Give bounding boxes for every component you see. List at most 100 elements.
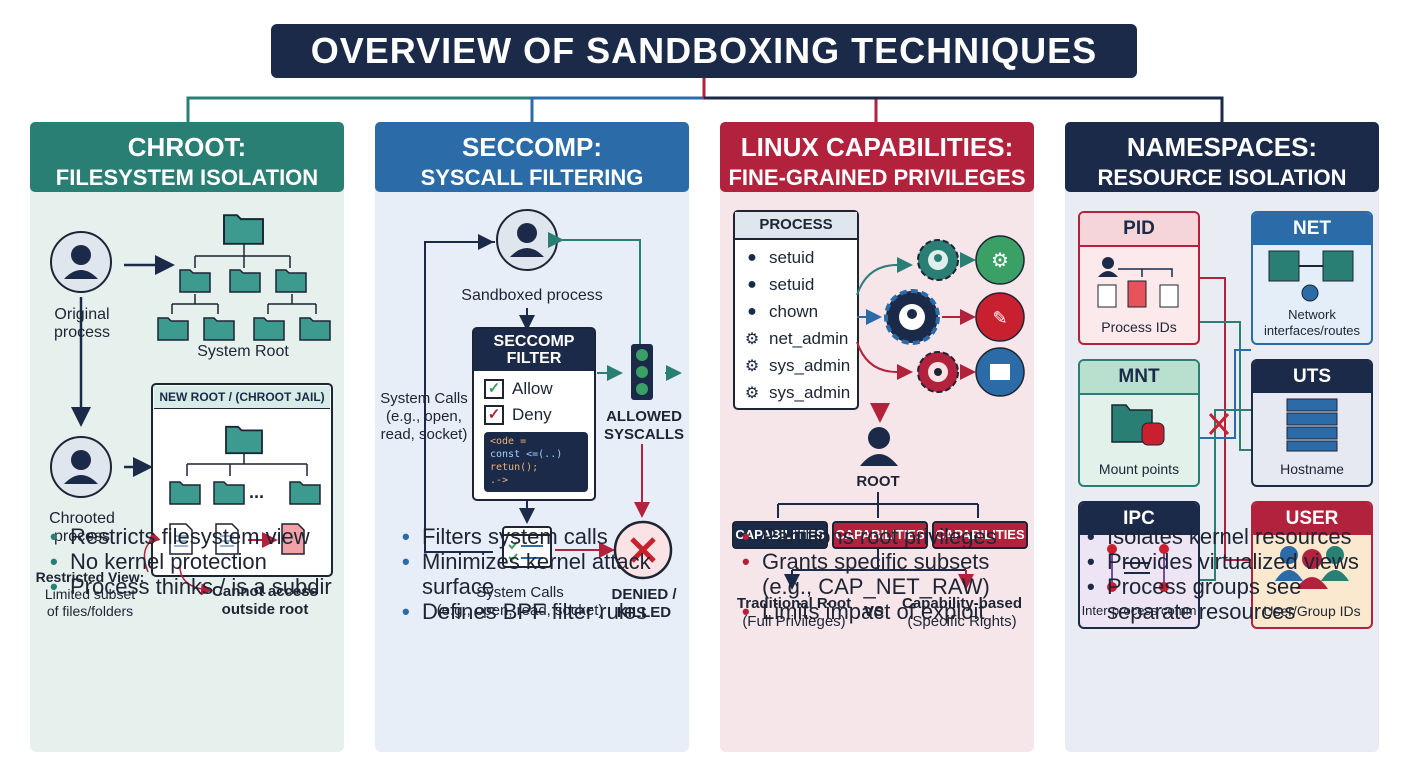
code-line: .-> [490, 475, 509, 486]
traffic-light-icon [631, 344, 653, 400]
net-title: NET [1253, 213, 1371, 245]
code-snippet: <ode = const <=(..) retun(); .-> [484, 432, 588, 492]
chrooted-line1: Chrooted [49, 510, 115, 527]
cannot-line2: outside root [221, 601, 309, 618]
chroot-header: CHROOT: FILESYSTEM ISOLATION [30, 122, 344, 192]
ipc-label: Inter-process comm [1081, 603, 1197, 618]
capabilities-bullets: •Partitions root privileges •Grants spec… [742, 524, 1030, 624]
chroot-jail-label: NEW ROOT / (CHROOT JAIL) [154, 386, 330, 409]
seccomp-bullet: •Filters system calls [402, 524, 608, 549]
original-process-icon [50, 231, 112, 293]
capability-based-label: Capability-based (Specific Rights) [892, 595, 1032, 631]
process-item: ●setuid [741, 244, 857, 271]
capabilities-diagram: ⚙ ✎ [777, 235, 1025, 590]
chroot-bullet: •Process thinks / is a subdir [50, 574, 332, 599]
code-line: retun(); [490, 462, 539, 473]
gear-icon-red [917, 351, 959, 393]
capabilities-button: CAPABILITIES [932, 521, 1028, 549]
page-title: OVERVIEW OF SANDBOXING TECHNIQUES [271, 24, 1137, 78]
filter-line2: FILTER [506, 350, 562, 367]
mnt-label: Mount points [1098, 461, 1180, 477]
user-title: USER [1253, 503, 1371, 535]
seccomp-bullet-text: Filters system calls [422, 524, 608, 549]
capabilities-bullet-text: Limits impact of exploit [762, 599, 985, 624]
pid-title: PID [1080, 213, 1198, 247]
uts-label: Hostname [1280, 461, 1344, 477]
mnt-namespace: MNT Mount points [1078, 359, 1200, 487]
code-line: <ode = [490, 436, 527, 447]
denied-killed-label: DENIED / KILLED [604, 586, 684, 622]
deny-check-icon: ✓ [484, 405, 504, 425]
server-icon [1286, 398, 1338, 452]
user-label: User/Group IDs [1263, 603, 1361, 619]
namespaces-bullet: •Provides virtualized views [1087, 549, 1359, 574]
svg-text:✎: ✎ [992, 308, 1007, 328]
capabilities-header-title: LINUX CAPABILITIES: [740, 132, 1014, 162]
seccomp-bullet: •Defines BPF filter rules [402, 599, 647, 624]
net-label-line2: interfaces/routes [1263, 323, 1361, 338]
chroot-bullets: •Restricts filesystem view •No kernel pr… [50, 524, 340, 599]
checklist-icon [502, 526, 552, 568]
system-root-label: System Root [197, 343, 289, 360]
capbased-line1: Capability-based [901, 595, 1023, 612]
allow-label: Allow [512, 379, 553, 398]
namespaces-bullets: •Isolates kernel resources •Provides vir… [1087, 524, 1377, 624]
process-item: ⚙sys_admin [741, 379, 857, 406]
capabilities-bullet: •Partitions root privileges [742, 524, 997, 549]
pid-icons [1097, 257, 1179, 308]
net-label-line1: Network [1288, 307, 1336, 322]
svg-text:⚙: ⚙ [991, 250, 1009, 272]
user-namespace: USER User/Group IDs [1251, 501, 1373, 629]
root-label: ROOT [856, 473, 900, 490]
process-box-title: PROCESS [735, 212, 857, 240]
restricted-view-label: Restricted View: Limited subset of files… [28, 569, 152, 620]
denied-line1: DENIED / [611, 586, 677, 603]
traditional-root-label: Traditional Root (Full Privileges) [726, 595, 862, 631]
jail-tree [169, 425, 321, 555]
syscalls-bottom-line2: (e.g., open, read, socket) [436, 602, 604, 619]
ipc-title: IPC [1080, 503, 1198, 535]
allowed-line1: ALLOWED [606, 408, 682, 425]
denied-line2: KILLED [616, 604, 672, 621]
seccomp-bullet-text: Defines BPF filter rules [422, 599, 647, 624]
storage-circle-icon [975, 347, 1025, 397]
process-item: ●chown [741, 298, 857, 325]
chroot-bullet-text: No kernel protection [70, 549, 267, 574]
root-user-icon [860, 427, 898, 466]
trad-line1: Traditional Root [736, 595, 852, 612]
chroot-diagram [50, 214, 333, 596]
syscalls-left-line: (e.g., open, [386, 408, 462, 425]
namespaces-header-subtitle: RESOURCE ISOLATION [1097, 165, 1347, 190]
seccomp-header-subtitle: SYSCALL FILTERING [420, 165, 644, 190]
syscalls-bottom-line1: System Calls [476, 584, 564, 601]
cannot-line1: Cannot access [212, 583, 318, 600]
pid-label: Process IDs [1101, 319, 1177, 335]
ipc-icon [1107, 544, 1169, 592]
chroot-bullet-text: Restricts filesystem view [70, 524, 310, 549]
syscalls-left-label: System Calls (e.g., open, read, socket) [376, 390, 472, 444]
user-icon: ● [747, 302, 757, 320]
syscalls-left-line: read, socket) [380, 426, 468, 443]
capabilities-header-subtitle: FINE-GRAINED PRIVILEGES [728, 165, 1026, 190]
capabilities-button: CAPABILITIES [832, 521, 928, 549]
gear-icon-navy [884, 289, 940, 345]
settings-circle-icon: ⚙ [975, 235, 1025, 285]
seccomp-header: SECCOMP: SYSCALL FILTERING [375, 122, 689, 192]
mnt-title: MNT [1080, 361, 1198, 395]
process-item-label: sys_admin [769, 382, 851, 402]
original-process-label: Original process [30, 306, 134, 342]
original-process-line1: Original [54, 306, 110, 323]
sandboxed-process-icon [496, 209, 558, 271]
namespace-connectors [1197, 277, 1251, 581]
capabilities-bullet-text: Partitions root privileges [762, 524, 997, 549]
process-item: ●setuid [741, 271, 857, 298]
chroot-bullet-text: Process thinks / is a subdir [70, 574, 332, 599]
deny-label: Deny [512, 405, 552, 424]
cannot-access-label: Cannot access outside root [200, 583, 330, 619]
namespaces-header: NAMESPACES: RESOURCE ISOLATION [1065, 122, 1379, 192]
process-box: PROCESS ●setuid ●setuid ●chown ⚙net_admi… [733, 210, 859, 410]
allow-row: ✓ Allow [484, 379, 594, 399]
namespaces-bullet-text: Provides virtualized views [1107, 549, 1359, 574]
gear-icon: ⚙ [744, 330, 760, 348]
seccomp-diagram [424, 209, 682, 580]
